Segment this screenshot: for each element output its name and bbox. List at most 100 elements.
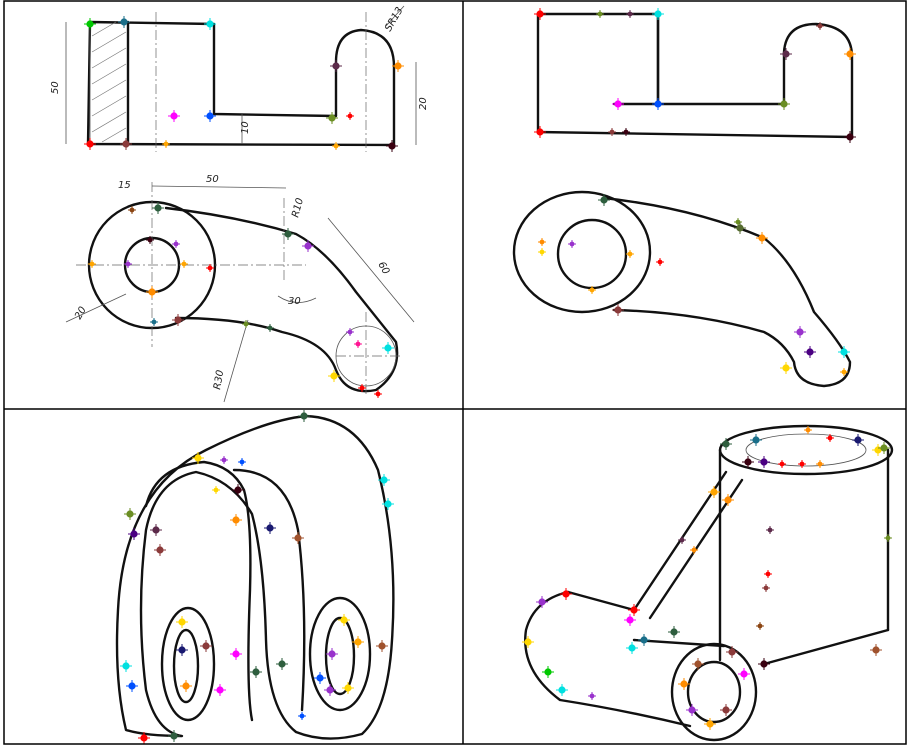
marker (120, 660, 132, 672)
panel-bottom-left (6, 410, 462, 744)
marker (778, 98, 790, 110)
dim-r10-top: R10 (290, 197, 306, 219)
marker (738, 668, 750, 680)
dim-15: 15 (118, 180, 131, 191)
marker (154, 544, 166, 556)
marker (560, 588, 572, 600)
markers (84, 16, 404, 398)
marker (608, 128, 616, 136)
marker (314, 672, 326, 684)
marker (180, 680, 192, 692)
sketch-isometric (522, 424, 894, 742)
marker (652, 98, 664, 110)
marker (264, 522, 276, 534)
marker (622, 128, 630, 136)
marker (230, 648, 242, 660)
marker (638, 634, 650, 646)
marker (534, 126, 546, 138)
marker (176, 644, 188, 656)
top-view-clean (512, 190, 852, 388)
marker (568, 240, 576, 248)
marker (668, 626, 680, 638)
marker (766, 526, 774, 534)
markers (120, 410, 394, 744)
marker (538, 238, 546, 246)
isometric-outline (524, 424, 894, 742)
dim-60: 60 (375, 260, 391, 277)
marker (328, 370, 340, 382)
marker (250, 666, 262, 678)
marker (302, 240, 314, 252)
marker (332, 142, 340, 150)
dim-height-50: 50 (50, 81, 61, 94)
marker (844, 131, 856, 143)
marker (292, 532, 304, 544)
marker (756, 232, 768, 244)
marker (596, 10, 604, 18)
marker (762, 584, 770, 592)
marker (692, 658, 704, 670)
marker (298, 410, 310, 422)
marker (120, 138, 132, 150)
front-view-clean (536, 12, 854, 139)
marker (626, 250, 634, 258)
sketch-clean (512, 8, 856, 388)
marker (758, 658, 770, 670)
marker (162, 140, 170, 148)
dim-sr13: SR13 (383, 5, 406, 33)
panel-bottom-right (464, 410, 904, 744)
marker (168, 110, 180, 122)
marker (180, 260, 188, 268)
marker (756, 622, 764, 630)
marker (346, 112, 354, 120)
marker (764, 570, 772, 578)
marker (266, 324, 274, 332)
marker (778, 460, 786, 468)
marker (220, 456, 228, 464)
sketch-dimensioned: 50 SR13 20 10 50 15 R10 60 30 20 R30 (50, 5, 429, 403)
marker (376, 640, 388, 652)
marker (750, 434, 762, 446)
marker (176, 616, 188, 628)
marker (556, 684, 568, 696)
marker (150, 318, 158, 326)
marker (382, 342, 394, 354)
marker (126, 680, 138, 692)
marker (538, 248, 546, 256)
marker (870, 644, 882, 656)
dim-r30: R30 (212, 369, 226, 390)
marker (214, 684, 226, 696)
marker (230, 514, 242, 526)
marker (542, 666, 554, 678)
top-view-outline (65, 182, 415, 403)
marker (652, 8, 664, 20)
marker (522, 636, 534, 648)
dim-top-50: 50 (206, 174, 219, 185)
marker (326, 648, 338, 660)
marker (330, 60, 342, 72)
marker (588, 692, 596, 700)
dim-10-step: 10 (240, 121, 251, 134)
marker (146, 286, 158, 298)
marker (150, 524, 162, 536)
marker (816, 460, 824, 468)
marker (324, 684, 336, 696)
marker (780, 48, 792, 60)
dim-20-left: 20 (73, 305, 89, 322)
marker (200, 640, 212, 652)
marker (626, 10, 634, 18)
sketch-traced (115, 410, 395, 744)
marker (734, 222, 746, 234)
dim-20-right: 20 (418, 97, 429, 110)
marker (298, 712, 306, 720)
marker (780, 362, 792, 374)
marker (276, 658, 288, 670)
marker (212, 486, 220, 494)
marker (626, 642, 638, 654)
marker (84, 138, 96, 150)
marker (238, 458, 246, 466)
marker (124, 508, 136, 520)
marker (354, 340, 362, 348)
marker (242, 320, 250, 328)
